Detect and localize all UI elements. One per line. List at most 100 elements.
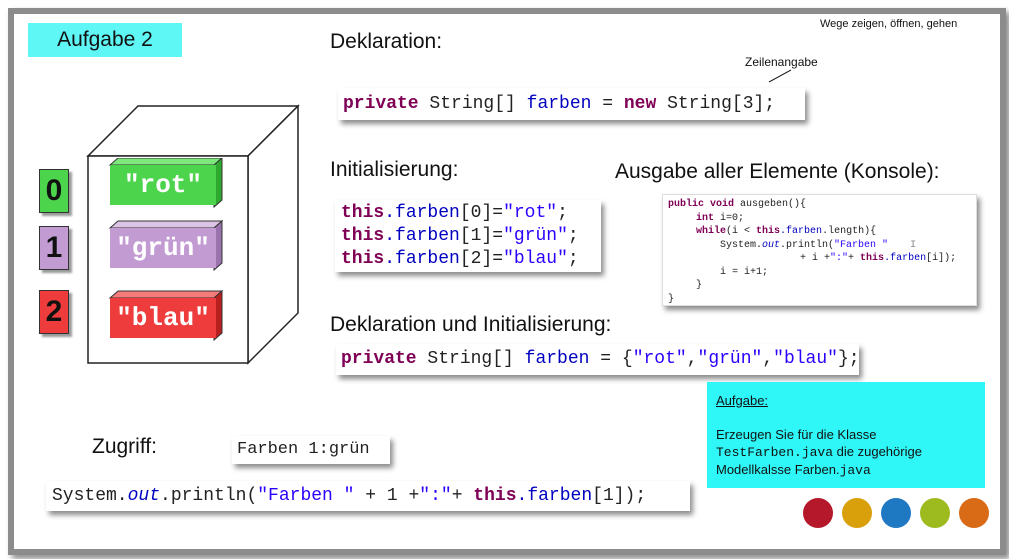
code-text: [2]= [459,249,504,269]
index-1: 1 [39,226,69,270]
code-text: = [591,94,624,114]
zeilenangabe-arrow [768,69,792,83]
code-text: + [451,486,474,506]
title-box [28,23,182,57]
code-field: .farben [516,486,593,506]
code-string: ":" [419,486,452,506]
page-title: Aufgabe 2 [57,28,153,51]
init-line-1: this.farben[1]="grün"; [341,225,601,248]
code-text: System. [720,239,763,251]
code-text: String[] [416,349,525,369]
zeilenangabe-label: Zeilenangabe [745,55,818,69]
code-text: }; [837,349,860,369]
index-2: 2 [39,290,69,334]
code-out: out [762,239,781,251]
code-text: } [696,280,703,291]
element-blau: "blau" [110,298,216,338]
task-text: die zugehörige [833,444,922,459]
code-field: .farben [884,253,927,264]
code-text: ; [567,249,579,269]
code-text: ausgeben(){ [734,199,807,210]
code-ausgeben-method: public void ausgeben(){int i=0;while(i <… [662,194,977,306]
task-heading: Aufgabe: [716,393,769,408]
code-string: "Farben " [834,239,889,251]
palette-dot-orange [959,498,989,528]
code-field: farben [524,349,590,369]
code-text: i = i+1; [720,266,769,278]
code-field: .farben [780,226,823,237]
heading-initialisierung: Initialisierung: [330,158,459,181]
code-string: ":" [830,253,849,264]
index-0: 0 [39,169,69,213]
code-declaration: private String[] farben = new String[3]; [338,88,805,120]
init-line-2: this.farben[2]="blau"; [341,248,601,271]
kw-while: while [696,226,727,237]
text-cursor-icon: I [910,239,917,251]
heading-deklaration-initialisierung: Deklaration und Initialisierung: [330,313,612,336]
code-text: = { [589,349,633,369]
kw-this: this [341,249,385,269]
code-text: String[] [418,94,527,114]
kw-new: new [623,94,657,114]
code-text: [i]); [926,253,957,264]
code-text: + i + [800,253,831,264]
code-initialisierung: this.farben[0]="rot";this.farben[1]="grü… [335,200,601,272]
palette-dot-blue [881,498,911,528]
code-text: .length){ [822,226,877,237]
code-text: .println( [780,239,835,251]
code-text: + [848,253,861,264]
task-text: Modellkalsse Farben. [716,462,840,477]
code-field: .farben [384,249,460,269]
code-text: ; [567,226,579,246]
task-class-name: TestFarben.java [716,445,834,460]
kw-this: this [756,226,781,237]
code-deklaration-initialisierung: private String[] farben = {"rot","grün",… [336,344,860,375]
access-console-output: Farben 1:grün [232,436,390,464]
code-text: ; [557,203,568,223]
code-zugriff: System.out.println("Farben " + 1 +":"+ t… [46,481,690,511]
element-gruen: "grün" [110,228,216,268]
code-field: .farben [384,203,460,223]
heading-zugriff: Zugriff: [92,435,157,458]
code-string: "blau" [503,249,568,269]
kw-public-void: public void [668,199,735,210]
kw-private: private [343,94,419,114]
kw-this: this [473,486,517,506]
code-text: , [762,349,774,369]
code-string: "Farben " [257,486,355,506]
element-rot: "rot" [110,165,216,205]
kw-this: this [341,226,385,246]
code-out: out [127,486,161,506]
code-text: [0]= [459,203,504,223]
kw-this: this [341,203,385,223]
kw-private: private [341,349,417,369]
task-box: Aufgabe: Erzeugen Sie für die Klasse Tes… [707,382,985,488]
code-text: [1]); [592,486,647,506]
code-text: , [686,349,698,369]
code-field: farben [526,94,592,114]
code-string: "rot" [632,349,687,369]
init-line-0: this.farben[0]="rot"; [341,202,601,225]
code-text: } [668,293,675,305]
task-extension: java [839,463,871,478]
code-string: "rot" [503,203,558,223]
code-string: "grün" [697,349,763,369]
code-text: i=0; [714,212,745,224]
palette-dot-yellow [842,498,872,528]
top-right-note: Wege zeigen, öffnen, gehen [820,18,958,30]
code-text: System. [52,486,128,506]
code-text: + 1 + [354,486,420,506]
code-field: .farben [384,226,460,246]
task-line-2: TestFarben.java die zugehörige [716,443,985,461]
code-string: "blau" [773,349,838,369]
kw-int: int [696,212,715,224]
code-text: [1]= [459,226,504,246]
heading-deklaration: Deklaration: [330,30,443,53]
heading-ausgabe: Ausgabe aller Elemente (Konsole): [615,160,940,183]
code-text: String[3]; [656,94,776,114]
code-text: .println( [160,486,258,506]
kw-this: this [860,253,885,264]
palette-dot-red [803,498,833,528]
task-line-1: Erzeugen Sie für die Klasse [716,427,877,442]
palette-dot-green [920,498,950,528]
